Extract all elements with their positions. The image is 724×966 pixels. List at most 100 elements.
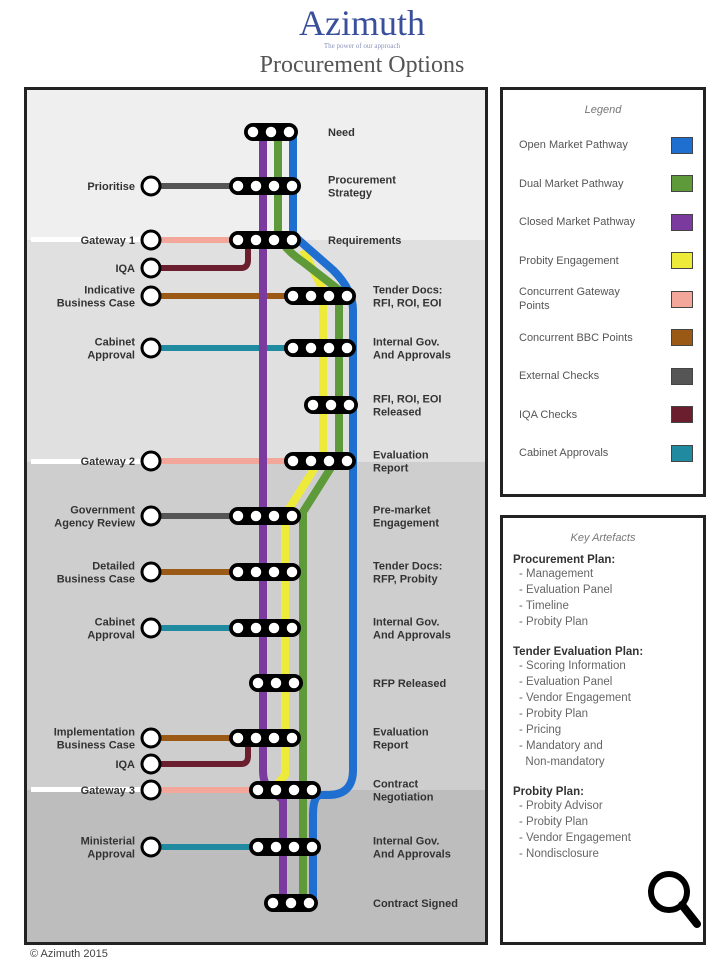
artefact-section: Probity Plan:- Probity Advisor- Probity …	[503, 786, 703, 862]
station[interactable]	[229, 729, 301, 747]
station[interactable]	[229, 619, 301, 637]
magnifier-icon[interactable]	[645, 868, 703, 934]
station[interactable]	[284, 452, 356, 470]
legend-swatch	[671, 213, 693, 231]
check-station[interactable]	[140, 617, 162, 639]
station-label: Approval	[87, 849, 135, 861]
check-station[interactable]	[140, 257, 162, 279]
gateway-divider	[31, 459, 151, 464]
station-label: Released	[373, 407, 421, 419]
station-label: Cabinet	[95, 617, 136, 629]
legend-label: External Checks	[519, 370, 600, 383]
legend-label: Concurrent Gateway Points	[519, 286, 620, 313]
check-station[interactable]	[140, 229, 162, 251]
legend-swatch	[671, 252, 693, 270]
legend-swatch	[671, 367, 693, 385]
artefact-section: Procurement Plan:- Management- Evaluatio…	[503, 554, 703, 630]
artefact-item: - Probity Plan	[519, 616, 589, 628]
station-label: Engagement	[373, 518, 439, 530]
station[interactable]	[229, 507, 301, 525]
metro-diagram: NeedProcurementStrategyRequirementsTende…	[27, 90, 485, 942]
artefact-item: - Probity Advisor	[519, 800, 603, 812]
station[interactable]	[229, 231, 301, 249]
station-label: RFI, ROI, EOI	[373, 394, 441, 406]
page-title: Procurement Options	[259, 52, 465, 78]
legend-item: Cabinet Approvals	[503, 434, 703, 473]
check-station[interactable]	[140, 779, 162, 801]
station[interactable]	[264, 894, 318, 912]
check-station[interactable]	[140, 753, 162, 775]
check-station[interactable]	[140, 561, 162, 583]
open-market-line	[289, 132, 357, 905]
station-label: Ministerial	[81, 836, 135, 848]
check-station[interactable]	[140, 505, 162, 527]
legend-swatch	[671, 290, 693, 308]
artefact-item: - Probity Plan	[519, 816, 589, 828]
station-label: Procurement	[328, 175, 396, 187]
check-station[interactable]	[140, 450, 162, 472]
check-station[interactable]	[140, 175, 162, 197]
station[interactable]	[249, 674, 303, 692]
station[interactable]	[304, 396, 358, 414]
station-label: IQA	[115, 263, 135, 275]
check-station[interactable]	[140, 285, 162, 307]
check-station[interactable]	[140, 337, 162, 359]
legend-swatch	[671, 175, 693, 193]
station[interactable]	[284, 339, 356, 357]
station-label: Cabinet	[95, 337, 136, 349]
station[interactable]	[284, 287, 356, 305]
station-label: And Approvals	[373, 350, 451, 362]
legend-item: External Checks	[503, 357, 703, 396]
legend-swatch	[671, 444, 693, 462]
legend-swatch	[671, 329, 693, 347]
station-label: Need	[328, 127, 355, 139]
stage-band	[27, 790, 485, 942]
station-label: Strategy	[328, 188, 373, 200]
station-label: Internal Gov.	[373, 836, 439, 848]
station-label: Report	[373, 740, 409, 752]
station-label: Business Case	[57, 740, 135, 752]
key-artefacts-title: Key Artefacts	[570, 532, 636, 544]
artefact-item: - Management	[519, 568, 594, 580]
legend-label: Concurrent BBC Points	[519, 331, 633, 344]
iqa-line	[151, 240, 251, 271]
legend-item: Concurrent BBC Points	[503, 319, 703, 358]
artefact-item: - Probity Plan	[519, 708, 589, 720]
artefact-heading: Tender Evaluation Plan:	[513, 646, 644, 658]
legend-label: Cabinet Approvals	[519, 447, 609, 460]
station[interactable]	[229, 563, 301, 581]
check-station[interactable]	[140, 836, 162, 858]
legend-label: Dual Market Pathway	[519, 177, 624, 190]
station-label: Implementation	[54, 727, 136, 739]
station-label: Pre-market	[373, 505, 431, 517]
station-label: Gateway 2	[81, 456, 135, 468]
station[interactable]	[249, 838, 321, 856]
station-label: Detailed	[92, 561, 135, 573]
artefact-section: Tender Evaluation Plan: - Scoring Informa…	[503, 646, 703, 770]
artefact-heading: Procurement Plan:	[513, 554, 616, 566]
legend-item: Open Market Pathway	[503, 126, 703, 165]
station[interactable]	[244, 123, 298, 141]
station-label: Tender Docs:	[373, 561, 442, 573]
artefact-item: - Scoring Information	[519, 660, 626, 672]
station-label: Business Case	[57, 574, 135, 586]
probity-line	[269, 248, 327, 793]
legend-item: Dual Market Pathway	[503, 165, 703, 204]
station[interactable]	[249, 781, 321, 799]
station-label: Contract	[373, 779, 419, 791]
artefact-item: - Pricing	[519, 724, 562, 736]
station-label: Contract Signed	[373, 898, 458, 910]
legend-label: IQA Checks	[519, 408, 578, 421]
check-station[interactable]	[140, 727, 162, 749]
station-label: And Approvals	[373, 849, 451, 861]
station-label: Internal Gov.	[373, 337, 439, 349]
station[interactable]	[229, 177, 301, 195]
artefact-item: - Nondisclosure	[519, 848, 599, 860]
station-label: Business Case	[57, 298, 135, 310]
gateway-divider	[31, 787, 151, 792]
brand-logo: Azimuth	[299, 3, 425, 43]
legend-label: Open Market Pathway	[519, 139, 628, 152]
station-label: Negotiation	[373, 792, 434, 804]
